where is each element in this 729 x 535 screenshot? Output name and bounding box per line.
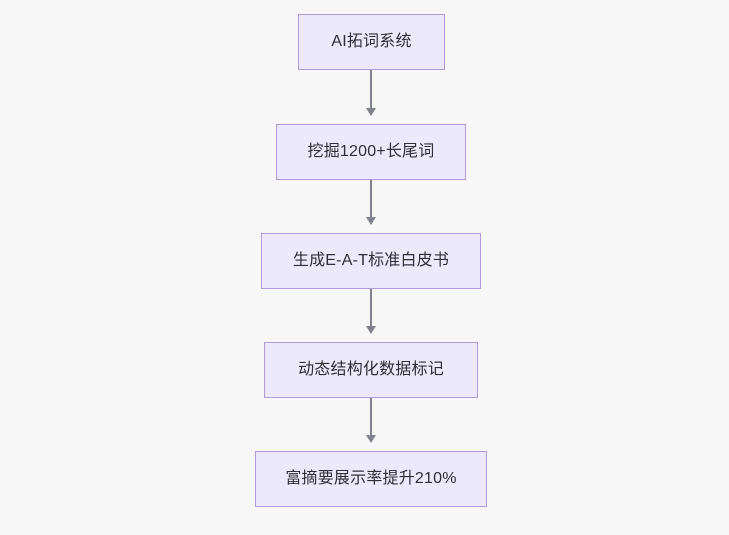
node-label: 生成E-A-T标准白皮书 [292,252,450,269]
flowchart-node-generate-eat-whitepaper[interactable]: 生成E-A-T标准白皮书 [261,233,481,289]
arrowhead-icon [366,435,376,443]
edge-line [370,398,372,435]
node-label: 动态结构化数据标记 [298,361,444,378]
arrowhead-icon [366,326,376,334]
edge-line [370,289,372,326]
node-label: AI拓词系统 [331,33,412,50]
flowchart-node-dynamic-structured-data-markup[interactable]: 动态结构化数据标记 [264,342,478,398]
node-label: 挖掘1200+长尾词 [307,143,435,160]
edge-line [370,180,372,217]
node-label: 富摘要展示率提升210% [285,470,457,487]
arrowhead-icon [366,217,376,225]
edge-line [370,70,372,108]
flowchart-node-ai-keyword-system[interactable]: AI拓词系统 [298,14,445,70]
arrowhead-icon [366,108,376,116]
flowchart-node-mine-longtail-keywords[interactable]: 挖掘1200+长尾词 [276,124,466,180]
flowchart-node-rich-snippet-impression-uplift[interactable]: 富摘要展示率提升210% [255,451,487,507]
